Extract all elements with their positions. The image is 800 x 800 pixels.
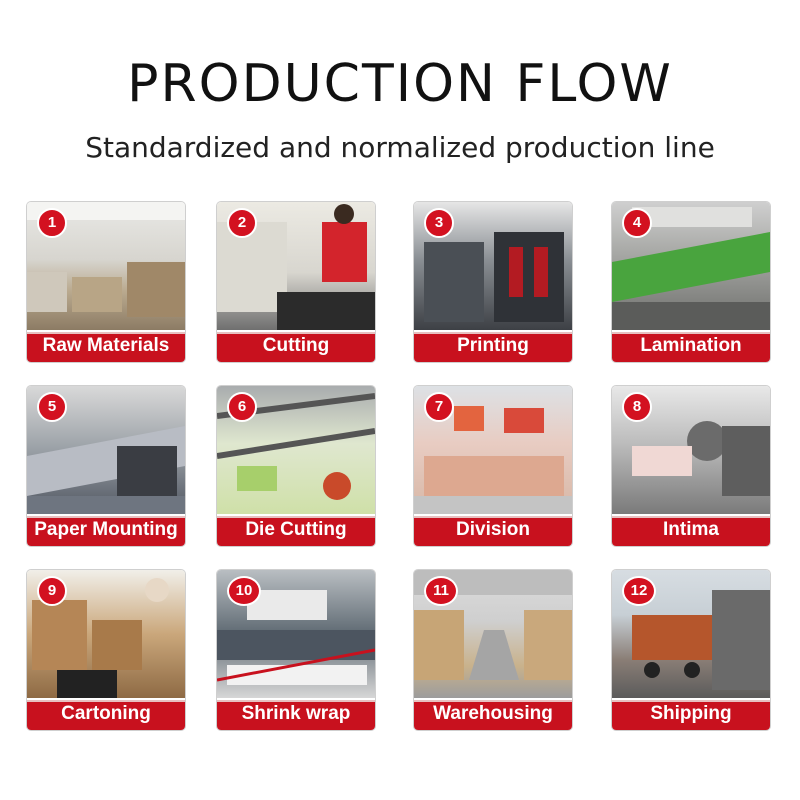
step-number-badge: 5	[37, 392, 67, 422]
step-label-band	[27, 332, 185, 362]
step-label: Die Cutting	[245, 519, 347, 540]
lamination-photo	[612, 202, 770, 330]
step-label: Division	[456, 519, 530, 540]
step-number-badge: 7	[424, 392, 454, 422]
page-subtitle: Standardized and normalized production l…	[85, 131, 715, 164]
page-title: PRODUCTION FLOW	[127, 54, 673, 114]
step-label-band	[27, 700, 185, 730]
step-card-printing: 3 Printing	[414, 202, 572, 362]
step-number-badge: 4	[622, 208, 652, 238]
step-number-badge: 1	[37, 208, 67, 238]
step-label-band	[217, 700, 375, 730]
step-label: Intima	[663, 519, 719, 540]
step-card-division: 7 Division	[414, 386, 572, 546]
step-card-intima: 8 Intima	[612, 386, 770, 546]
step-card-shrink-wrap: 10 Shrink wrap	[217, 570, 375, 730]
step-label: Cutting	[262, 335, 330, 356]
step-card-raw-materials: 1 Raw Materials	[27, 202, 185, 362]
step-label: Shrink wrap	[241, 703, 351, 724]
step-label-band	[217, 516, 375, 546]
step-label-band	[414, 700, 572, 730]
step-label-band	[612, 516, 770, 546]
step-number-badge: 2	[227, 208, 257, 238]
step-card-die-cutting: 6 Die Cutting	[217, 386, 375, 546]
step-number-badge: 9	[37, 576, 67, 606]
step-number-badge: 8	[622, 392, 652, 422]
cutting-photo	[217, 202, 375, 330]
step-label: Cartoning	[61, 703, 151, 724]
step-label: Shipping	[650, 703, 732, 724]
step-number-badge: 3	[424, 208, 454, 238]
step-label-band	[612, 700, 770, 730]
step-card-lamination: 4 Lamination	[612, 202, 770, 362]
step-label: Lamination	[640, 335, 742, 356]
cartoning-photo	[27, 570, 185, 698]
warehousing-photo	[414, 570, 572, 698]
step-label-band	[414, 516, 572, 546]
step-label-band	[612, 332, 770, 362]
step-number-badge: 12	[622, 576, 656, 606]
step-number-badge: 10	[227, 576, 261, 606]
step-label-band	[217, 332, 375, 362]
shipping-photo	[612, 570, 770, 698]
printing-photo	[414, 202, 572, 330]
step-number-badge: 11	[424, 576, 458, 606]
step-card-cutting: 2 Cutting	[217, 202, 375, 362]
step-card-shipping: 12 Shipping	[612, 570, 770, 730]
step-label: Raw Materials	[42, 335, 170, 356]
step-card-paper-mounting: 5 Paper Mounting	[27, 386, 185, 546]
step-label: Warehousing	[433, 703, 553, 724]
raw-materials-photo	[27, 202, 185, 330]
step-label-band	[27, 516, 185, 546]
step-card-warehousing: 11 Warehousing	[414, 570, 572, 730]
step-label-band	[414, 332, 572, 362]
step-number-badge: 6	[227, 392, 257, 422]
step-card-cartoning: 9 Cartoning	[27, 570, 185, 730]
step-label: Printing	[457, 335, 529, 356]
step-label: Paper Mounting	[34, 519, 178, 540]
